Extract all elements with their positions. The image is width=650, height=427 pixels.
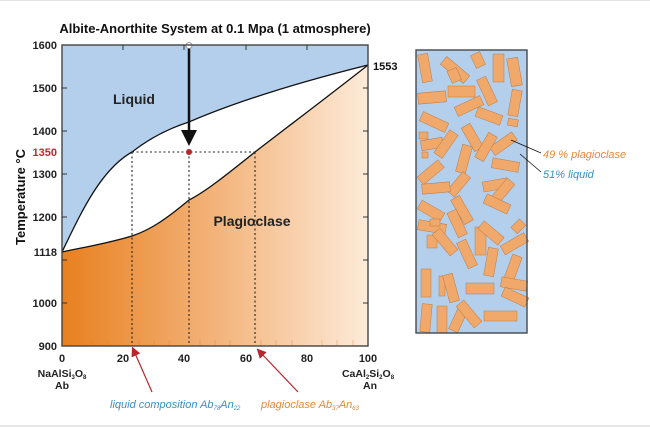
y-axis-label: Temperature °C xyxy=(13,148,28,245)
y-tick-1600: 1600 xyxy=(33,40,57,52)
tie-lines xyxy=(131,151,256,346)
albite-formula: NaAlSi3O8 xyxy=(38,368,87,381)
plagioclase-region-label: Plagioclase xyxy=(213,213,290,229)
x-tick-100: 100 xyxy=(359,353,377,365)
y-tick-900: 900 xyxy=(39,341,57,353)
crystal-mush-panel xyxy=(415,49,530,334)
plagioclase-callout-line xyxy=(510,139,542,154)
current-state-point xyxy=(186,149,192,155)
anorthite-formula: CaAl2Si2O8 xyxy=(342,368,395,381)
solidus-curve xyxy=(61,64,369,253)
liquid-composition-caption: liquid composition Ab78An22 xyxy=(110,399,241,412)
plagioclase-percent-label: 49 % plagioclase xyxy=(543,149,626,161)
plot-frame xyxy=(61,44,369,347)
liquid-composition-arrow xyxy=(131,346,153,393)
two-phase-region xyxy=(62,65,368,252)
liquid-callout-line xyxy=(519,153,542,173)
y-tick-1000: 1000 xyxy=(33,298,57,310)
plagioclase-composition-caption: plagioclase Ab37An63 xyxy=(260,399,360,412)
x-tick-80: 80 xyxy=(301,353,313,365)
an-melting-point-label: 1553 xyxy=(373,61,397,73)
liquid-percent-label: 51% liquid xyxy=(543,169,595,181)
minor-ticks xyxy=(76,340,354,346)
y-tick-1300: 1300 xyxy=(33,169,57,181)
cooling-arrow-head xyxy=(181,130,197,146)
liquidus-curve xyxy=(61,64,369,253)
y-tick-1400: 1400 xyxy=(33,126,57,138)
y-tick-1118: 1118 xyxy=(34,247,57,259)
plagioclase-composition-arrow xyxy=(256,348,299,393)
y-tick-1200: 1200 xyxy=(33,212,57,224)
x-tick-20: 20 xyxy=(117,353,129,365)
anorthite-label: An xyxy=(363,380,377,392)
x-tick-0: 0 xyxy=(59,353,65,365)
y-tick-1350: 1350 xyxy=(33,147,57,159)
chart-title: Albite-Anorthite System at 0.1 Mpa (1 at… xyxy=(59,21,370,36)
y-ticks xyxy=(62,45,368,304)
x-tick-40: 40 xyxy=(178,353,190,365)
albite-label: Ab xyxy=(55,380,69,392)
liquid-region-label: Liquid xyxy=(113,91,155,107)
x-tick-60: 60 xyxy=(240,353,252,365)
y-tick-1500: 1500 xyxy=(33,83,57,95)
plagioclase-region xyxy=(62,65,368,346)
